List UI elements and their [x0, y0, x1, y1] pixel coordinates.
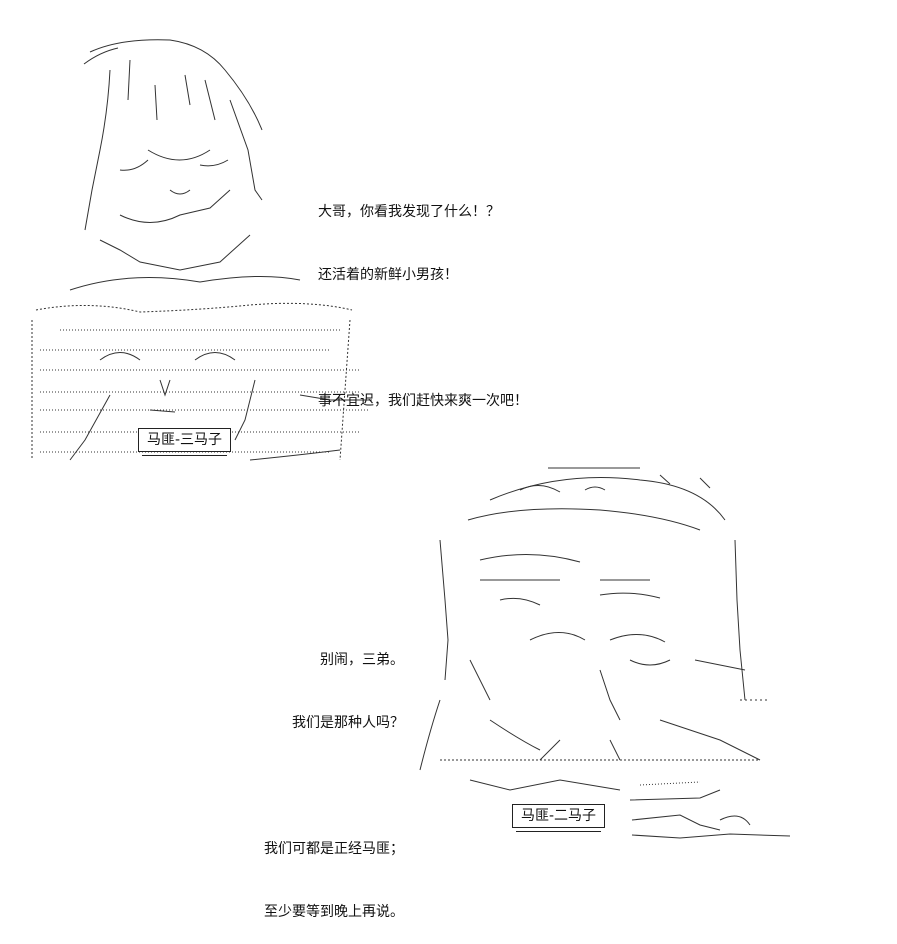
dialogue-top: 大哥，你看我发现了什么！？ 还活着的新鲜小男孩！ 事不宜迟，我们赶快来爽一次吧！: [318, 160, 528, 433]
dialogue-bottom: 别闹，三弟。 我们是那种人吗？ 我们可都是正经马匪； 至少要等到晚上再说。: [264, 608, 404, 944]
dialogue-line: [264, 776, 404, 797]
ascii-art-canvas: [31, 39, 791, 839]
dialogue-line: 我们是那种人吗？: [292, 715, 404, 731]
dialogue-line: 大哥，你看我发现了什么！？: [318, 204, 500, 220]
character-figure-bottom: [419, 467, 791, 839]
dialogue-line: 我们可都是正经马匪；: [264, 841, 404, 857]
character-figure-top: [31, 39, 372, 461]
name-tag-top: 马匪-三马子: [138, 428, 232, 456]
dialogue-line: [318, 328, 528, 349]
dialogue-line: 事不宜迟，我们赶快来爽一次吧！: [318, 393, 528, 409]
dialogue-line: 至少要等到晚上再说。: [264, 904, 404, 920]
dialogue-line: 还活着的新鲜小男孩！: [318, 267, 458, 283]
dialogue-line: 别闹，三弟。: [320, 652, 404, 668]
name-tag-bottom: 马匪-二马子: [512, 804, 606, 832]
